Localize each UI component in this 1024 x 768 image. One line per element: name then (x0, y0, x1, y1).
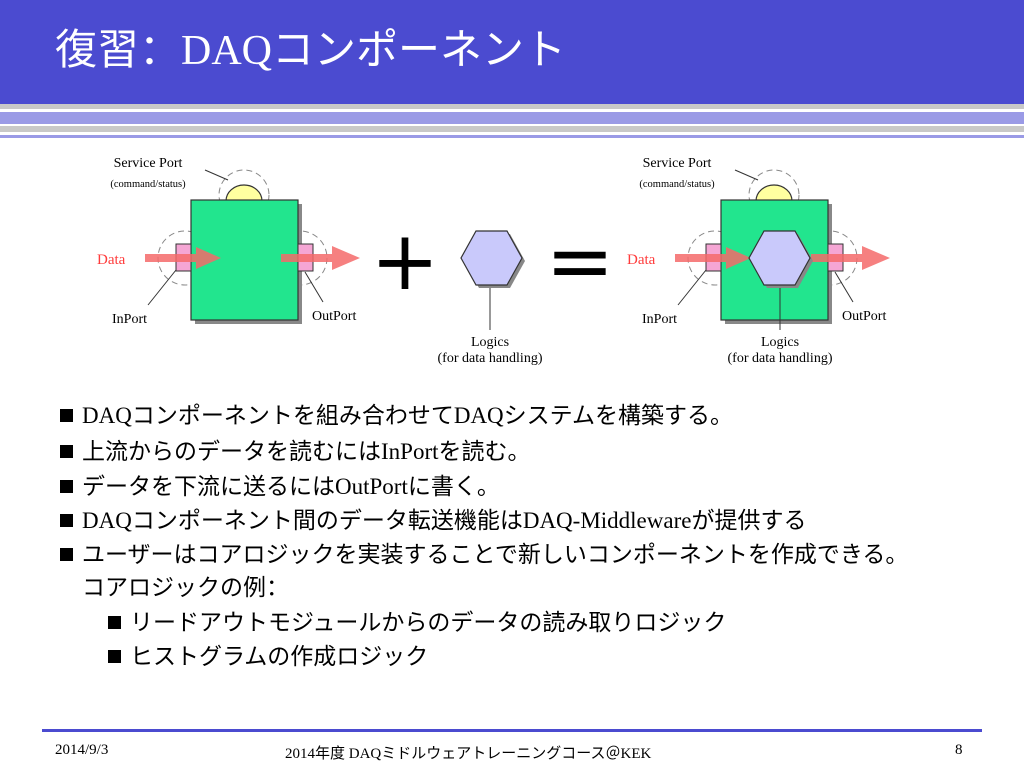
right-service-port-highlight (748, 169, 800, 221)
right-logics-label: Logics (761, 335, 799, 350)
left-data-in-arrow (145, 247, 221, 269)
right-service-port-leader (734, 169, 759, 181)
footer-page-number: 8 (955, 742, 963, 758)
logic-hexagon (460, 230, 523, 286)
footer-divider (42, 729, 982, 732)
left-service-port-label: Service Port (114, 156, 183, 171)
bullet-square-icon (60, 445, 73, 458)
bullet-text: 上流からのデータを読むにはInPortを読む。 (82, 439, 531, 464)
right-service-port-shape (755, 184, 793, 202)
left-data-out-arrow (281, 246, 360, 270)
sub-bullet-item: ヒストグラムの作成ロジック (108, 642, 428, 672)
bullet-text: コアロジックの例： (82, 575, 289, 600)
decorative-stripe (0, 126, 1024, 132)
right-inport-label: InPort (642, 312, 677, 327)
left-outport-leader (304, 271, 324, 303)
bullet-text: データを下流に送るにはOutPortに書く。 (82, 474, 500, 499)
right-component-group: Service Port (command/status) Data InPor… (627, 156, 890, 366)
left-service-port-leader (204, 169, 229, 181)
logics-label: Logics (471, 335, 509, 350)
right-logics-sublabel: (for data handling) (728, 351, 833, 366)
bullet-item: データを下流に送るにはOutPortに書く。 (60, 472, 500, 502)
right-data-in-arrow (675, 247, 751, 269)
footer-event-title: 2014年度 DAQミドルウェアトレーニングコース＠KEK (285, 746, 652, 762)
right-service-port-sublabel: (command/status) (639, 179, 715, 190)
right-data-out-arrow (811, 246, 890, 270)
title-bar: 復習：DAQコンポーネント (0, 0, 1024, 104)
left-inport-leader (147, 269, 177, 306)
right-logic-hexagon (748, 230, 811, 286)
bullet-text: ユーザーはコアロジックを実装することで新しいコンポーネントを作成できる。 (82, 542, 909, 567)
logics-sublabel: (for data handling) (438, 351, 543, 366)
sub-bullet-item: リードアウトモジュールからのデータの読み取りロジック (108, 608, 726, 638)
left-service-port-highlight (218, 169, 270, 221)
bullet-text: DAQコンポーネントを組み合わせてDAQシステムを構築する。 (82, 403, 733, 428)
bullet-item: DAQコンポーネント間のデータ転送機能はDAQ-Middlewareが提供する (60, 506, 806, 536)
right-inport-leader (677, 269, 707, 306)
equals-sign: = (546, 214, 615, 309)
right-outport-label: OutPort (842, 309, 886, 324)
left-service-port-shape (225, 184, 263, 202)
right-data-label: Data (627, 252, 656, 268)
bullet-text: DAQコンポーネント間のデータ転送機能はDAQ-Middlewareが提供する (82, 508, 807, 533)
component-diagram: Service Port (command/status) Data InPor… (97, 156, 890, 366)
bullet-item: DAQコンポーネントを組み合わせてDAQシステムを構築する。 (60, 401, 733, 431)
bullet-item: ユーザーはコアロジックを実装することで新しいコンポーネントを作成できる。 (60, 540, 908, 570)
right-service-port-label: Service Port (643, 156, 712, 171)
plus-sign: + (371, 214, 440, 309)
left-service-port-sublabel: (command/status) (110, 179, 186, 190)
bullet-square-icon (60, 409, 73, 422)
decorative-stripe (0, 135, 1024, 138)
sub-bullet-text: ヒストグラムの作成ロジック (130, 644, 429, 669)
bullet-square-icon (108, 650, 121, 663)
bullet-square-icon (60, 514, 73, 527)
left-inport-label: InPort (112, 312, 147, 327)
footer-date: 2014/9/3 (55, 742, 109, 758)
right-outport-leader (834, 271, 854, 303)
left-data-label: Data (97, 252, 126, 268)
bullet-square-icon (60, 480, 73, 493)
left-outport-label: OutPort (312, 309, 356, 324)
bullet-item: 上流からのデータを読むにはInPortを読む。 (60, 437, 531, 467)
bullet-square-icon (60, 548, 73, 561)
decorative-stripe (0, 112, 1024, 124)
bullet-square-icon (108, 616, 121, 629)
slide-title: 復習：DAQコンポーネント (55, 28, 566, 74)
left-component-group: Service Port (command/status) Data InPor… (97, 156, 360, 327)
sub-bullet-text: リードアウトモジュールからのデータの読み取りロジック (130, 610, 727, 635)
bullet-continuation: コアロジックの例： (82, 573, 289, 603)
decorative-stripe (0, 104, 1024, 109)
middle-logic-group: Logics (for data handling) (438, 230, 543, 366)
